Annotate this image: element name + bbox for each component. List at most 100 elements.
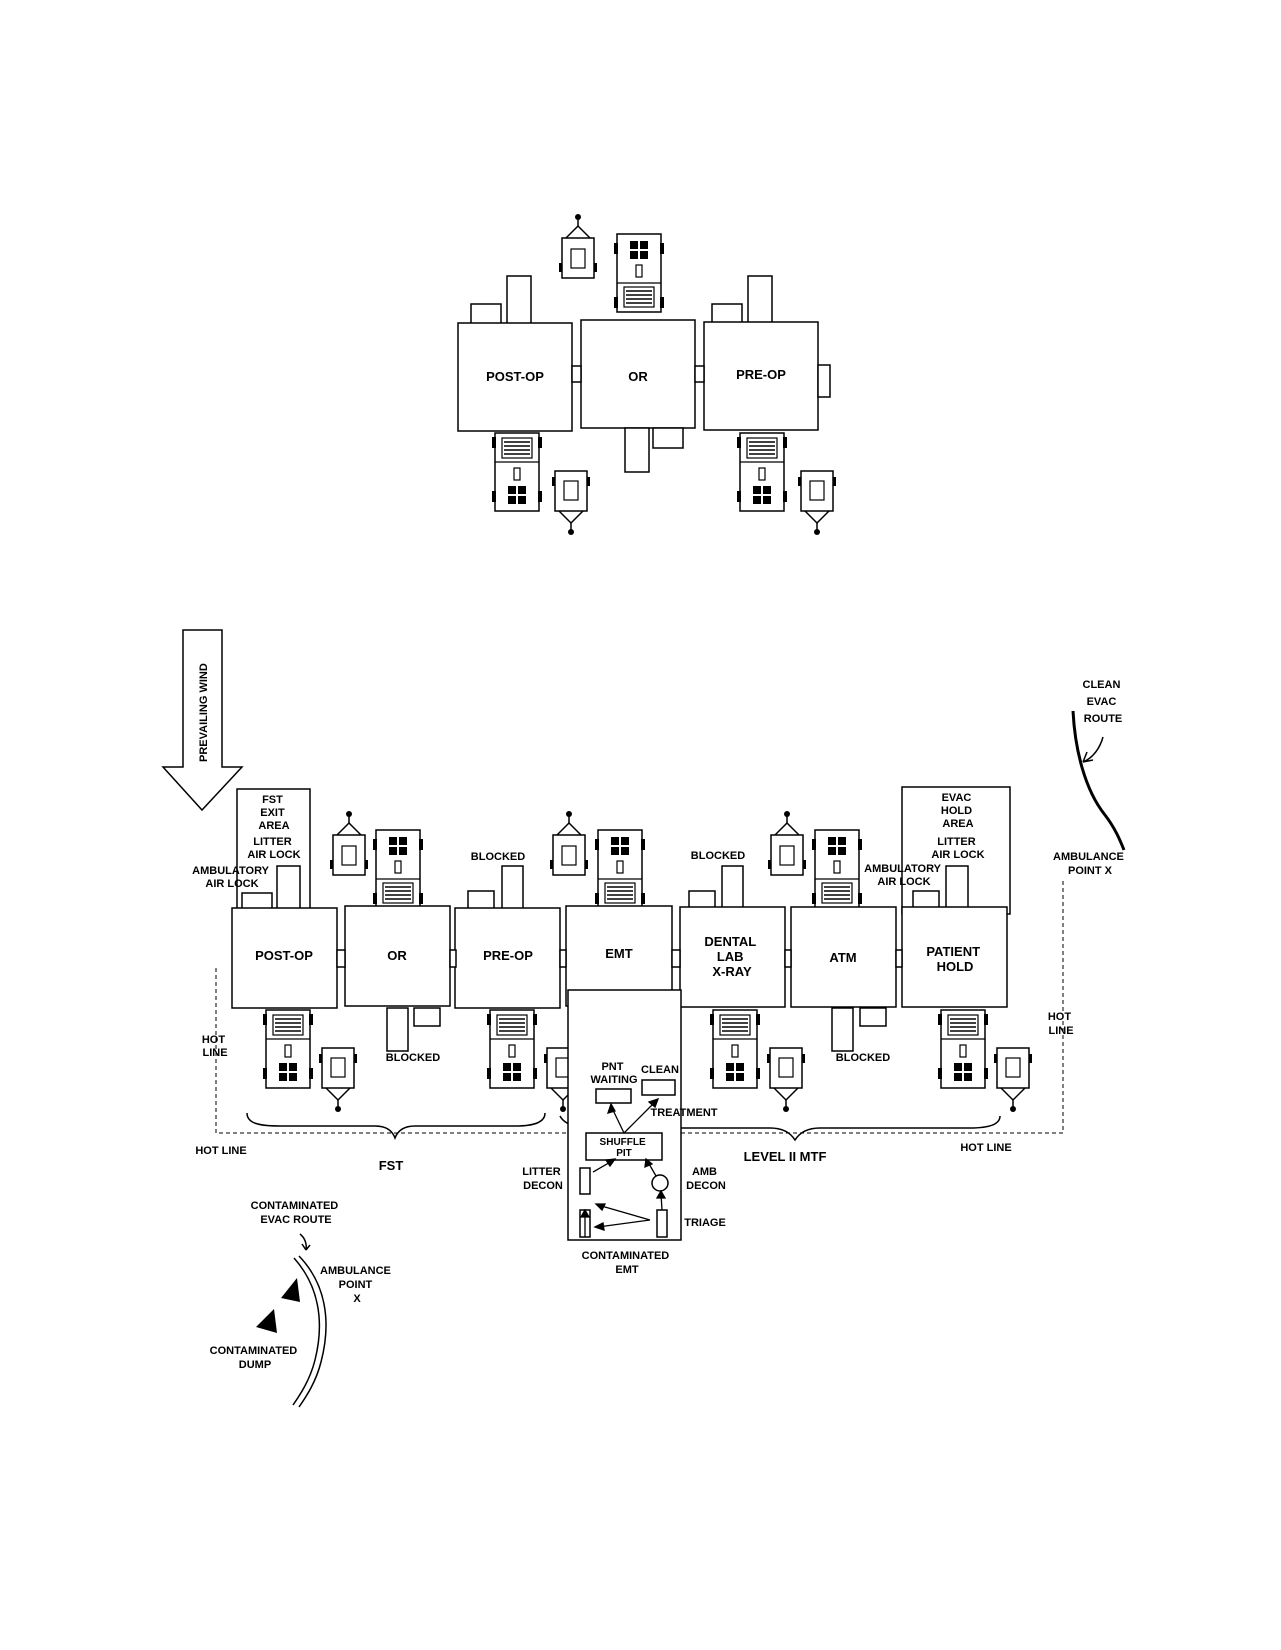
litter-air-lock-right: LITTER AIR LOCK xyxy=(931,836,984,861)
room-dental-lab-xray xyxy=(679,906,786,1008)
arrow-triage-to-litter xyxy=(597,1204,651,1221)
arrowhead-triage-to-litter2 xyxy=(593,1222,605,1231)
ambulance-point-right-label: AMBULANCE POINT X xyxy=(1053,851,1127,877)
contaminated-emt-2: EMT xyxy=(615,1264,639,1276)
connector-6 xyxy=(895,949,903,968)
fst-exit-line3: AREA xyxy=(258,820,289,832)
connector-2 xyxy=(449,949,457,968)
fst-exit-line1: FST xyxy=(262,794,283,806)
room-or xyxy=(344,905,451,1007)
litter-decon-1: LITTER xyxy=(522,1166,561,1178)
top-room-label-post-op: POST-OP xyxy=(486,369,544,384)
fst-label: FST xyxy=(379,1158,404,1173)
treatment-label: TREATMENT xyxy=(650,1107,717,1119)
contaminated-emt-1: CONTAMINATED xyxy=(582,1250,670,1262)
contaminated-evac-2: EVAC ROUTE xyxy=(260,1214,331,1226)
ambulance-point-right-2: POINT X xyxy=(1068,865,1113,877)
top-vehicle-pre-op xyxy=(736,432,788,512)
patient-hold-line1: PATIENT xyxy=(926,944,980,959)
room-label-or: OR xyxy=(387,948,407,963)
dental-line3: X-RAY xyxy=(712,964,752,979)
room-atm xyxy=(790,906,897,1008)
top-trailer-or xyxy=(558,213,598,279)
arrowhead-triage-amb-up xyxy=(655,1189,667,1199)
pnt-waiting-box xyxy=(595,1088,632,1104)
contaminated-route-line-2 xyxy=(298,1255,327,1408)
level2-mtf-label: LEVEL II MTF xyxy=(744,1149,827,1164)
bottom-layout: PREVAILING WIND FST EXIT AREA LITTER AIR… xyxy=(161,629,1127,1408)
top-room-post-op xyxy=(457,322,573,432)
ambulatory-air-lock-right-2: AIR LOCK xyxy=(877,876,930,888)
arrowhead-pit-to-clean xyxy=(647,1097,660,1109)
room-label-dental-lab-xray: DENTAL LAB X-RAY xyxy=(704,934,759,979)
fst-exit-area-label: FST EXIT AREA xyxy=(258,794,289,832)
top-box-4 xyxy=(747,275,773,325)
contaminated-evac-route-arrow xyxy=(299,1233,311,1251)
arrow-pit-to-waiting xyxy=(611,1107,625,1134)
dental-line1: DENTAL xyxy=(704,934,756,949)
top-layout: POST-OP OR PRE-OP xyxy=(457,213,837,536)
triage-label: TRIAGE xyxy=(684,1217,726,1229)
arrowhead-pit-to-waiting xyxy=(606,1102,616,1114)
atm-bottom-box-small xyxy=(859,1007,887,1027)
top-box-6 xyxy=(652,427,684,449)
pnt-waiting-1: PNT xyxy=(601,1061,623,1073)
top-vehicle-or xyxy=(613,233,665,313)
clean-label: CLEAN xyxy=(641,1064,679,1076)
prevailing-wind-arrow xyxy=(161,629,244,812)
pnt-waiting-2: WAITING xyxy=(590,1074,637,1086)
top-box-5 xyxy=(624,427,650,473)
connector-1 xyxy=(336,949,346,968)
top-room-label-pre-op: PRE-OP xyxy=(736,367,786,382)
preop-top-box-small xyxy=(467,890,495,910)
fst-brace xyxy=(246,1112,546,1141)
connector-5 xyxy=(784,949,792,968)
room-label-patient-hold: PATIENT HOLD xyxy=(926,944,983,974)
ambulatory-air-lock-right: AMBULATORY AIR LOCK xyxy=(864,863,944,888)
bottom-trailer-patient-hold xyxy=(993,1047,1033,1113)
fst-litter-air-lock-box xyxy=(276,865,301,912)
room-label-atm: ATM xyxy=(829,950,856,965)
or-bottom-box-small xyxy=(413,1007,441,1027)
clean-evac-route-label: CLEAN EVAC ROUTE xyxy=(1083,679,1124,725)
evac-hold-line3: AREA xyxy=(942,818,973,830)
bottom-trailer-or xyxy=(329,810,369,876)
top-room-pre-op xyxy=(703,321,819,431)
ambulatory-air-lock-left-2: AIR LOCK xyxy=(205,878,258,890)
atm-bottom-box-tall xyxy=(831,1007,854,1052)
hot-line-left-2: LINE xyxy=(202,1047,227,1059)
blocked-label-or: BLOCKED xyxy=(386,1052,440,1064)
clean-evac-line3: ROUTE xyxy=(1084,713,1123,725)
connector-3 xyxy=(559,949,567,968)
connector-4 xyxy=(671,949,681,968)
top-connector-1 xyxy=(571,365,582,383)
bottom-vehicle-atm xyxy=(811,829,863,909)
room-post-op xyxy=(231,907,338,1009)
amb-decon-2: DECON xyxy=(686,1180,726,1192)
evac-hold-area-label: EVAC HOLD AREA xyxy=(941,792,975,830)
room-label-emt: EMT xyxy=(605,946,633,961)
top-side-box xyxy=(817,364,831,398)
litter-decon-box xyxy=(579,1167,591,1195)
arrow-pit-to-clean xyxy=(623,1101,656,1134)
top-box-1 xyxy=(470,303,502,325)
patient-hold-line2: HOLD xyxy=(937,959,974,974)
clean-evac-route-arrow xyxy=(1082,736,1104,763)
hot-line-right-1: HOT xyxy=(1048,1011,1072,1023)
ambulance-point-left-2: POINT xyxy=(339,1279,373,1291)
room-patient-hold xyxy=(901,906,1008,1008)
clean-evac-line2: EVAC xyxy=(1087,696,1117,708)
hot-line-bottom-left: HOT LINE xyxy=(195,1145,246,1157)
evac-litter-air-lock-box xyxy=(945,865,969,910)
contaminated-evac-1: CONTAMINATED xyxy=(251,1200,339,1212)
room-label-pre-op: PRE-OP xyxy=(483,948,533,963)
clean-evac-line1: CLEAN xyxy=(1083,679,1121,691)
litter-decon-label: LITTER DECON xyxy=(522,1166,564,1192)
ambulatory-air-lock-left-1: AMBULATORY xyxy=(192,865,269,877)
bottom-vehicle-pre-op xyxy=(486,1009,538,1089)
or-bottom-box-tall xyxy=(386,1007,409,1052)
ambulance-point-left-1: AMBULANCE xyxy=(320,1265,391,1277)
top-connector-2 xyxy=(694,365,705,383)
litter-air-lock-right-2: AIR LOCK xyxy=(931,849,984,861)
